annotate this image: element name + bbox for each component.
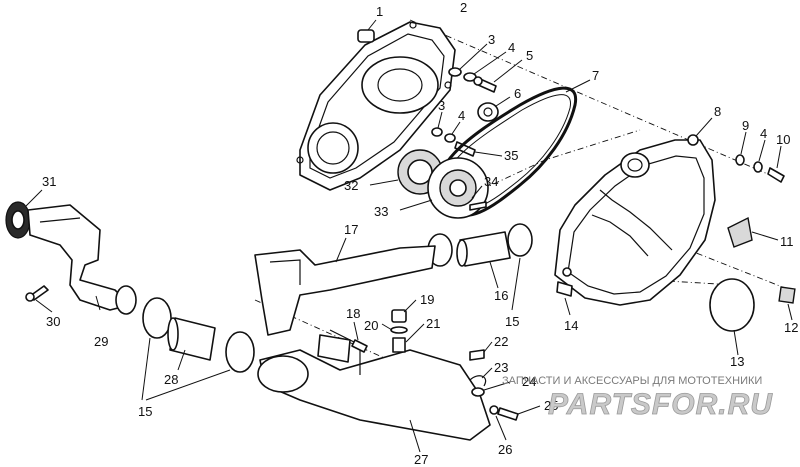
callout-12: 12	[784, 320, 798, 335]
callout-20: 20	[364, 318, 378, 333]
screw-left	[25, 285, 53, 313]
callout-35: 35	[504, 148, 518, 163]
callout-3: 3	[488, 32, 495, 47]
callout-34: 34	[484, 174, 498, 189]
drain-cap-assembly	[381, 299, 425, 353]
callout-4b: 4	[458, 108, 465, 123]
rear-flange	[5, 189, 43, 239]
callout-17: 17	[344, 222, 358, 237]
callout-15b: 15	[138, 404, 152, 419]
callout-27: 27	[414, 452, 428, 467]
outer-clutch-cover	[554, 117, 716, 306]
drive-belt	[437, 79, 591, 217]
callout-15a: 15	[505, 314, 519, 329]
callout-6: 6	[514, 86, 521, 101]
washer-bolt-set-upper	[448, 43, 523, 93]
callout-10: 10	[776, 132, 790, 147]
upper-intake-duct	[254, 237, 436, 336]
callout-2: 2	[460, 0, 467, 15]
small-hardware-set	[469, 341, 541, 441]
callout-11: 11	[780, 234, 794, 249]
callout-30: 30	[46, 314, 60, 329]
warning-label	[727, 216, 779, 248]
callout-16: 16	[494, 288, 508, 303]
callout-5: 5	[526, 48, 533, 63]
callout-4c: 4	[760, 126, 767, 141]
callout-28: 28	[164, 372, 178, 387]
cover-stud	[556, 281, 573, 316]
washer-screw-set-right	[735, 131, 785, 183]
inner-cover-plate	[296, 21, 456, 191]
shaft-washer	[477, 96, 511, 122]
mount-bolt	[351, 321, 368, 353]
callout-25: 25	[544, 398, 558, 413]
callout-8: 8	[714, 104, 721, 119]
callout-4: 4	[508, 40, 515, 55]
callout-7: 7	[592, 68, 599, 83]
gasket-disc	[709, 278, 755, 356]
callout-31: 31	[42, 174, 56, 189]
watermark-caption: ЗАПЧАСТИ И АКСЕССУАРЫ ДЛЯ МОТОТЕХНИКИ	[502, 375, 762, 387]
callout-18: 18	[346, 306, 360, 321]
rubber-sleeve	[167, 317, 216, 371]
callout-9: 9	[742, 118, 749, 133]
callout-32: 32	[344, 178, 358, 193]
dowel-pin	[357, 19, 377, 43]
callout-29: 29	[94, 334, 108, 349]
callout-19: 19	[420, 292, 434, 307]
watermark: ЗАПЧАСТИ И АКСЕССУАРЫ ДЛЯ МОТОТЕХНИКИ PA…	[502, 375, 773, 421]
callout-26: 26	[498, 442, 512, 457]
callout-23: 23	[494, 360, 508, 375]
intake-elbow-duct	[27, 204, 137, 315]
callout-24: 24	[522, 374, 536, 389]
callout-21: 21	[426, 316, 440, 331]
callout-labels: 1 2 3 4 5 6 7 8 9 10 11 12 13 14 15 15 1…	[42, 0, 798, 467]
callout-3b: 3	[438, 98, 445, 113]
callout-22: 22	[494, 334, 508, 349]
callout-13: 13	[730, 354, 744, 369]
lower-exhaust-duct	[257, 329, 491, 453]
callout-33: 33	[374, 204, 388, 219]
hose-sleeve	[456, 231, 511, 289]
pulley-housing	[399, 157, 489, 219]
callout-1: 1	[376, 4, 383, 19]
callout-14: 14	[564, 318, 578, 333]
watermark-logo: PARTSFOR.RU	[548, 388, 773, 421]
small-decal	[778, 286, 796, 321]
